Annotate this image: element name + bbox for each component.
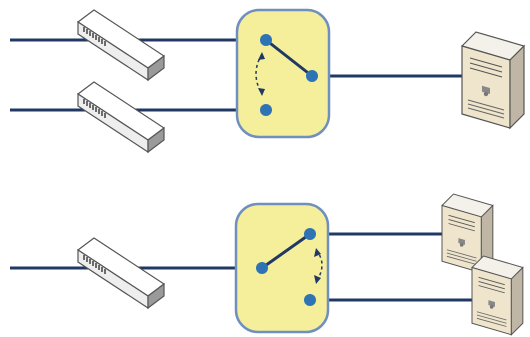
contact-node: [256, 262, 268, 274]
top-panel: [10, 8, 525, 153]
network-switch-icon: [77, 237, 165, 309]
contact-node: [304, 228, 316, 240]
contact-node: [260, 34, 272, 46]
toggle-switch-icon: [256, 228, 323, 306]
toggle-switch-icon: [255, 34, 318, 116]
network-switch-icon: [77, 9, 165, 81]
bottom-panel: [10, 193, 524, 336]
contact-node: [306, 70, 318, 82]
server-tower-icon: [461, 31, 525, 129]
network-switch-icon: [77, 81, 165, 153]
top-switch-box: [235, 8, 331, 139]
bottom-switch-box: [234, 202, 330, 334]
server-tower-icon: [471, 255, 524, 336]
contact-node: [260, 104, 272, 116]
contact-node: [304, 294, 316, 306]
